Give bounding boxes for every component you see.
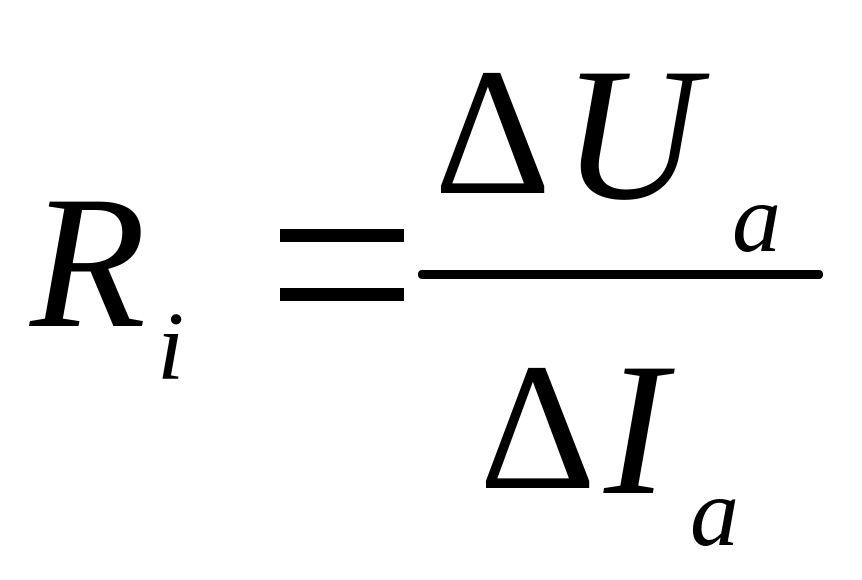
denominator-delta: Δ xyxy=(479,327,597,528)
equals-bar-bottom xyxy=(280,288,404,301)
numerator-symbol: U xyxy=(562,30,700,240)
numerator-delta: Δ xyxy=(434,32,552,233)
fraction-line xyxy=(418,270,823,279)
equals-sign xyxy=(280,229,404,301)
denominator-symbol: I xyxy=(604,325,668,535)
lhs-symbol: R xyxy=(30,158,147,368)
denominator-subscript: a xyxy=(690,459,739,567)
lhs-subscript: i xyxy=(157,293,185,401)
numerator-subscript: a xyxy=(732,165,781,273)
equals-bar-top xyxy=(280,229,404,242)
